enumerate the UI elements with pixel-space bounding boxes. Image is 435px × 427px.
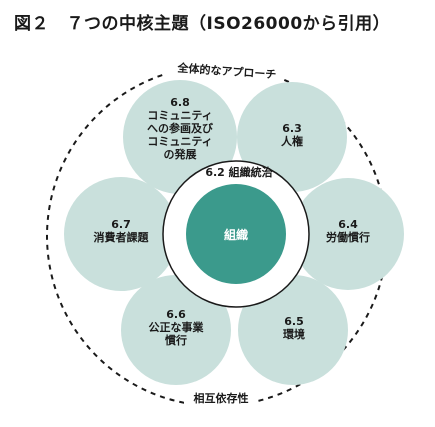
subject-circle-6-7 bbox=[64, 177, 178, 291]
outer-top-label-bg bbox=[163, 61, 291, 79]
subject-label-line: 慣行 bbox=[164, 333, 187, 347]
subject-label-line: 人権 bbox=[281, 134, 303, 148]
subject-circle-6-3 bbox=[237, 82, 347, 192]
core-label: 組織 bbox=[224, 227, 248, 242]
subject-circle-6-4 bbox=[292, 178, 404, 290]
ring-label: 6.2 組織統治 bbox=[205, 165, 272, 179]
subject-label-line: コミュニティ bbox=[147, 135, 212, 148]
outer-bottom-label-bg bbox=[184, 389, 258, 407]
subject-label-line: 6.6 bbox=[166, 308, 186, 321]
subject-label-line: 消費者課題 bbox=[94, 230, 150, 244]
subject-label-line: 6.3 bbox=[282, 122, 302, 135]
subject-circle-6-6 bbox=[121, 275, 231, 385]
subject-label-line: 6.5 bbox=[284, 315, 304, 328]
subject-label-line: 労働慣行 bbox=[326, 230, 370, 244]
organization-core bbox=[186, 184, 286, 284]
subject-label-line: 公正な事業 bbox=[149, 320, 205, 334]
subject-label-line: の発展 bbox=[164, 147, 198, 161]
subject-label-line: 6.8 bbox=[170, 96, 190, 109]
subject-label-line: 6.4 bbox=[338, 218, 358, 231]
subject-circles bbox=[64, 80, 404, 385]
figure-title: 図２ ７つの中核主題（ISO26000から引用） bbox=[14, 14, 391, 34]
subject-label-line: コミュニティ bbox=[147, 109, 212, 122]
outer-bottom-label: 相互依存性 bbox=[194, 391, 249, 405]
subject-label-line: 環境 bbox=[283, 327, 305, 341]
outer-top-label: 全体的なアプローチ bbox=[176, 60, 277, 81]
subject-label-line: 6.7 bbox=[111, 218, 131, 231]
subject-circle-6-5 bbox=[238, 275, 348, 385]
subject-label-line: への参画及び bbox=[147, 121, 214, 135]
subject-circle-6-8 bbox=[123, 80, 237, 194]
